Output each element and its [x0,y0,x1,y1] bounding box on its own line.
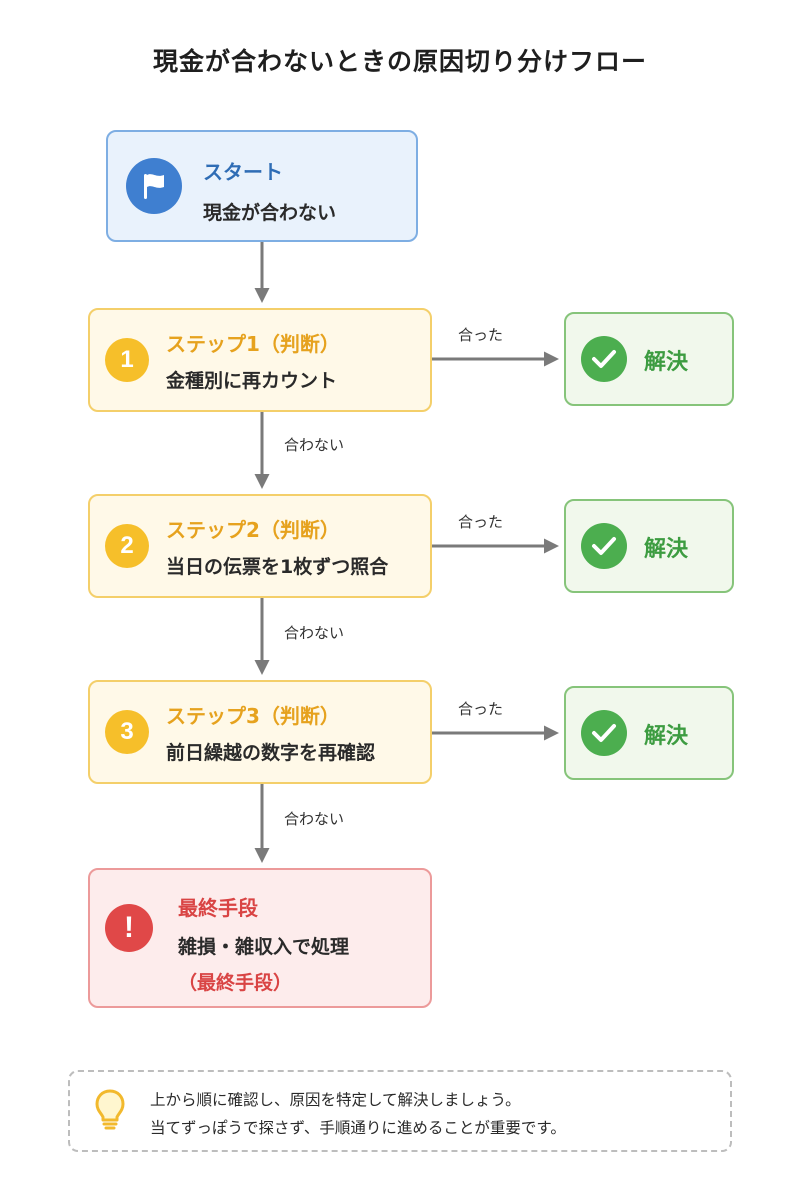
final-note: （最終手段） [178,972,293,994]
check-icon [581,523,627,569]
result-node-1: 解決 [564,312,734,406]
edge-label-mismatch: 合わない [284,624,345,642]
edge-label-mismatch: 合わない [284,436,345,454]
step-node-1: 1 ステップ1（判断） 金種別に再カウント [88,308,432,412]
final-node: ! 最終手段 雑損・雑収入で処理 （最終手段） [88,868,432,1008]
step-label: ステップ2（判断） [166,518,340,542]
step-text: 前日繰越の数字を再確認 [166,742,376,764]
result-label: 解決 [644,724,689,749]
step-number-badge: 1 [105,338,149,382]
edge-label-mismatch: 合わない [284,810,345,828]
edge-label-match: 合った [458,700,504,718]
start-label: スタート [203,160,283,184]
step-number-badge: 2 [105,524,149,568]
step-text: 当日の伝票を1枚ずつ照合 [166,556,389,578]
start-node: スタート 現金が合わない [106,130,418,242]
page-title: 現金が合わないときの原因切り分けフロー [152,47,647,76]
tip-line: 当てずっぽうで探さず、手順通りに進めることが重要です。 [150,1119,566,1137]
result-node-3: 解決 [564,686,734,780]
step-number-badge: 3 [105,710,149,754]
tip-note: 上から順に確認し、原因を特定して解決しましょう。 当てずっぽうで探さず、手順通り… [68,1070,732,1152]
check-icon [581,336,627,382]
lightbulb-icon [94,1088,126,1136]
edge-label-match: 合った [458,513,504,531]
exclamation-icon: ! [105,904,153,952]
step-text: 金種別に再カウント [166,370,338,392]
step-label: ステップ1（判断） [166,332,340,356]
flag-icon [126,158,182,214]
result-node-2: 解決 [564,499,734,593]
check-icon [581,710,627,756]
result-label: 解決 [644,537,689,562]
start-text: 現金が合わない [203,202,337,224]
result-label: 解決 [644,350,689,375]
step-node-2: 2 ステップ2（判断） 当日の伝票を1枚ずつ照合 [88,494,432,598]
tip-line: 上から順に確認し、原因を特定して解決しましょう。 [150,1091,521,1109]
step-node-3: 3 ステップ3（判断） 前日繰越の数字を再確認 [88,680,432,784]
edge-label-match: 合った [458,326,504,344]
final-text: 雑損・雑収入で処理 [178,936,350,958]
final-label: 最終手段 [178,896,258,920]
step-label: ステップ3（判断） [166,704,340,728]
